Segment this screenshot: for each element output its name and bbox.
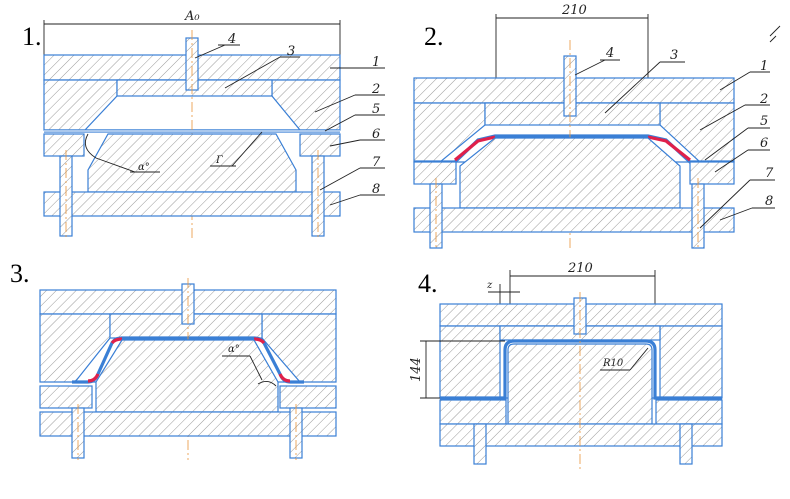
part-num-2-s1: 2 bbox=[371, 82, 380, 97]
gamma-label: Г bbox=[215, 155, 223, 166]
step-label-4: 4. bbox=[418, 269, 438, 298]
lower-punch bbox=[87, 133, 297, 193]
lower-punch-s3 bbox=[95, 339, 279, 413]
dim-144-label: 144 bbox=[409, 357, 424, 382]
pin-7-left-s4 bbox=[473, 423, 487, 465]
part-num-4-s2: 4 bbox=[605, 46, 614, 61]
blankholder-6-left-s2 bbox=[413, 161, 457, 185]
step-label-2: 2. bbox=[424, 22, 444, 51]
part-num-5-s2: 5 bbox=[760, 114, 768, 129]
pin-7-right-s3 bbox=[289, 407, 303, 459]
part-num-6-s1: 6 bbox=[372, 127, 380, 142]
blankholder-6-right-s3 bbox=[279, 385, 337, 409]
pin-7-right-s4 bbox=[679, 423, 693, 465]
part-num-7-s2: 7 bbox=[765, 166, 774, 181]
stage-2: 2. 210 bbox=[413, 3, 781, 250]
part-num-7-s1: 7 bbox=[372, 155, 381, 170]
leaders-1 bbox=[194, 44, 385, 206]
lower-punch-s2 bbox=[459, 137, 681, 209]
stage-1: 1. A₀ α° Г bbox=[22, 9, 385, 240]
angle-label-3: α° bbox=[228, 344, 240, 355]
angle-label-1: α° bbox=[138, 162, 150, 173]
part-num-8-s1: 8 bbox=[372, 182, 380, 197]
radius-label: R10 bbox=[602, 358, 624, 369]
blankholder-6-right-s4 bbox=[655, 399, 723, 425]
part-num-5-s1: 5 bbox=[372, 102, 380, 117]
part-num-1-s1: 1 bbox=[372, 55, 380, 70]
part-num-1-s2: 1 bbox=[760, 59, 768, 74]
blankholder-6-left-s3 bbox=[39, 385, 93, 409]
dim-210-label-1: 210 bbox=[561, 3, 587, 18]
base-plate-8-s2 bbox=[413, 207, 735, 233]
blankholder-6-left-s4 bbox=[439, 399, 507, 425]
leaders-2 bbox=[574, 59, 775, 229]
stage-3: 3. α° bbox=[10, 259, 337, 460]
punch-rod-4 bbox=[185, 37, 199, 91]
part-num-4-s1: 4 bbox=[227, 32, 236, 47]
blankholder-6-right-s2 bbox=[689, 161, 735, 185]
dim-z-label: z bbox=[486, 280, 493, 291]
part-num-2-s2: 2 bbox=[759, 92, 768, 107]
pin-7-left-s3 bbox=[71, 407, 85, 459]
axis-mark-icon bbox=[769, 25, 781, 43]
dim-a0-label: A₀ bbox=[184, 9, 200, 24]
step-label-1: 1. bbox=[22, 22, 42, 51]
part-num-6-s2: 6 bbox=[760, 136, 768, 151]
base-plate-8 bbox=[43, 191, 341, 217]
base-plate-8-s4 bbox=[439, 423, 723, 447]
blankholder-6-left bbox=[43, 133, 85, 157]
part-num-3-s2: 3 bbox=[670, 48, 678, 63]
dim-210-label-2: 210 bbox=[567, 261, 593, 276]
part-num-3-s1: 3 bbox=[287, 44, 295, 59]
step-label-3: 3. bbox=[10, 259, 30, 288]
base-plate-8-s3 bbox=[39, 411, 337, 437]
part-num-8-s2: 8 bbox=[765, 194, 773, 209]
stage-4: 4. 210 z 144 R10 bbox=[409, 261, 723, 470]
